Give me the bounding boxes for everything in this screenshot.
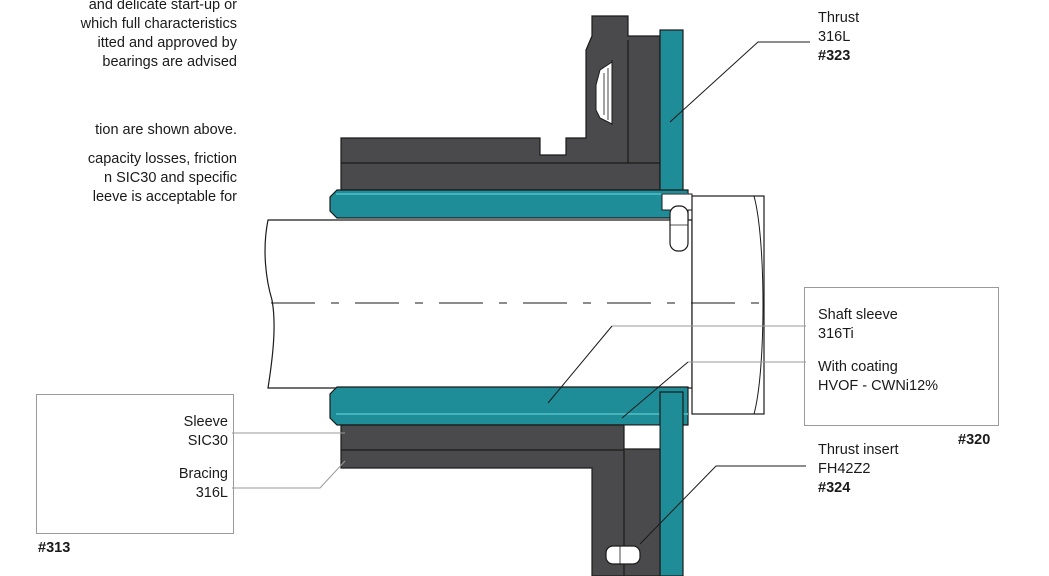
thrust-name: Thrust xyxy=(818,10,860,26)
lower-housing xyxy=(340,424,661,576)
coating-heading: With coating xyxy=(818,359,898,375)
sleeve-callout-box xyxy=(36,394,234,534)
intro-line: tion are shown above. xyxy=(95,122,237,138)
intro-line: which full characteristics xyxy=(80,16,237,32)
assembly-code: #313 xyxy=(38,540,71,556)
thrust-insert-name: Thrust insert xyxy=(818,442,899,458)
coating-spec: HVOF - CWNi12% xyxy=(818,378,939,394)
intro-line: and delicate start-up or xyxy=(88,0,237,13)
shaft-sleeve-name: Shaft sleeve xyxy=(818,307,898,323)
shaft xyxy=(264,219,693,389)
leader-bracing xyxy=(232,460,346,489)
shaft-sleeve-callout-box xyxy=(804,287,999,426)
thrust-code: #323 xyxy=(818,48,851,64)
intro-paragraph-2: tion are shown above. xyxy=(0,121,237,140)
sleeve-upper xyxy=(329,189,689,219)
lower-pin xyxy=(605,545,641,565)
intro-paragraph-3: capacity losses, friction n SIC30 and sp… xyxy=(0,150,237,207)
bracing-name: Bracing xyxy=(178,466,228,482)
leader-thrust-insert xyxy=(639,465,806,545)
bracing-label: Bracing 316L xyxy=(179,465,228,503)
thrust-insert-code: #324 xyxy=(818,480,851,496)
sleeve-name: Sleeve xyxy=(183,414,228,430)
intro-line: leeve is acceptable for xyxy=(92,189,237,205)
thrust-label: Thrust 316L #323 xyxy=(818,9,859,66)
thrust-material: 316L xyxy=(818,29,851,45)
shaft-sleeve-material: 316Ti xyxy=(818,326,854,342)
intro-line: n SIC30 and specific xyxy=(104,170,237,186)
thrust-insert-label: Thrust insert FH42Z2 #324 xyxy=(818,441,899,498)
pin xyxy=(669,205,689,252)
thrust-plate-lower xyxy=(659,391,684,576)
shaft-end-face xyxy=(691,195,765,415)
intro-line: bearings are advised xyxy=(102,54,237,70)
intro-line: capacity losses, friction xyxy=(87,151,237,167)
shaft-sleeve-code: #320 xyxy=(958,432,991,448)
thrust-plate-upper xyxy=(659,29,684,201)
sleeve-lower xyxy=(329,386,689,426)
sleeve-material: SIC30 xyxy=(187,433,228,449)
sleeve-label: Sleeve SIC30 xyxy=(184,413,228,451)
bracing-material: 316L xyxy=(195,485,228,501)
leader-thrust xyxy=(669,41,810,123)
shaft-sleeve-label: Shaft sleeve 316Ti xyxy=(818,306,898,344)
thrust-insert-material: FH42Z2 xyxy=(818,461,871,477)
coating-label: With coating HVOF - CWNi12% xyxy=(818,358,938,396)
intro-line: itted and approved by xyxy=(97,35,237,51)
intro-paragraph-1: and delicate start-up or which full char… xyxy=(0,0,237,72)
